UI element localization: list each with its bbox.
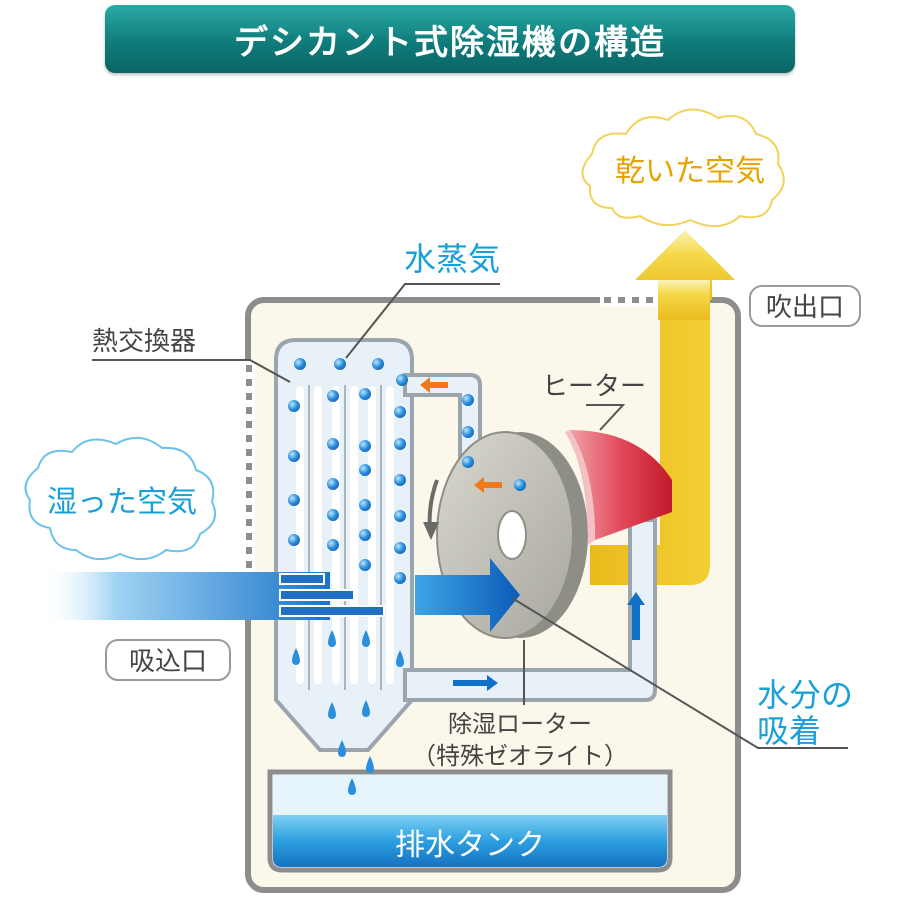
humid-air-inflow (45, 572, 330, 620)
inlet-label-box (105, 639, 231, 681)
adsorption-label-1: 水分の (757, 676, 853, 714)
vapor-label: 水蒸気 (404, 240, 500, 278)
diagram-title: デシカント式除湿機の構造 (234, 22, 666, 63)
outlet-label-box (749, 285, 861, 327)
rotor-label-1: 除湿ローター (448, 710, 592, 738)
adsorption-label-2: 吸着 (757, 712, 821, 750)
inlet-label: 吸込口 (129, 647, 207, 677)
dry-air-cloud (581, 108, 785, 227)
tank-label: 排水タンク (395, 828, 545, 863)
humid-air-label: 湿った空気 (47, 485, 197, 520)
heater-label: ヒーター (542, 372, 646, 402)
rotor-label-2: （特殊ゼオライト） (412, 742, 628, 770)
outlet-label: 吹出口 (766, 293, 844, 323)
dry-air-duct (590, 280, 710, 585)
air-to-rotor-arrow (415, 558, 520, 632)
title-banner: デシカント式除湿機の構造 (105, 5, 795, 73)
heat-exchanger-label: 熱交換器 (92, 327, 196, 357)
dry-air-label: 乾いた空気 (615, 154, 765, 189)
vapor-bubbles (288, 358, 526, 584)
water-drops (292, 630, 404, 795)
heater (570, 430, 672, 540)
humid-air-cloud (24, 437, 216, 561)
